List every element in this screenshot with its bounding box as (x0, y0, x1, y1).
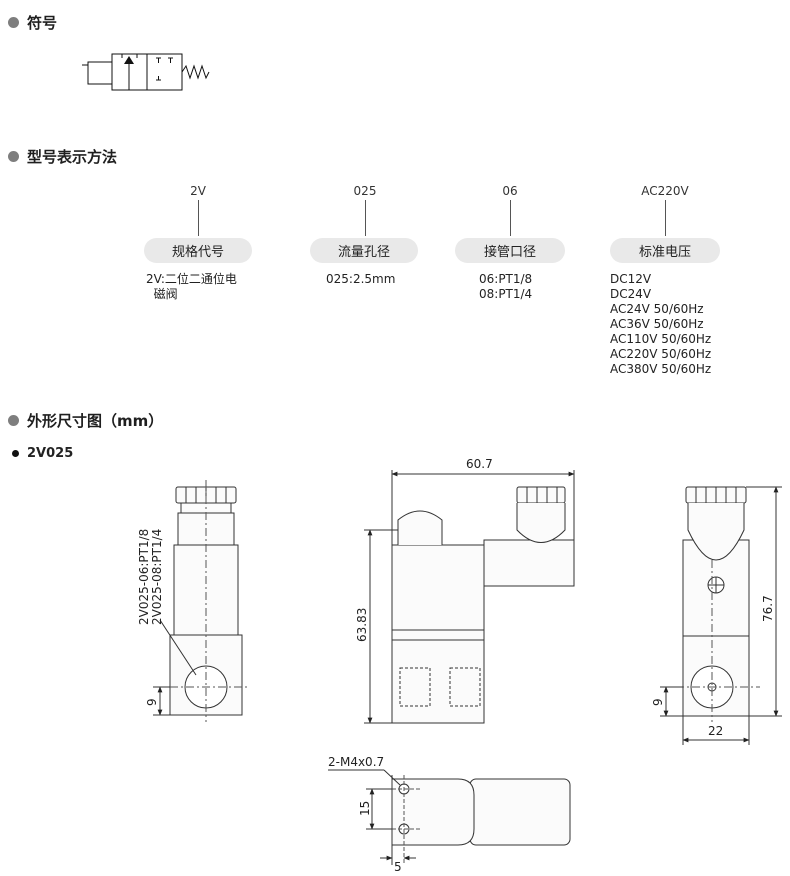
code-ac220v: AC220V (605, 184, 725, 236)
port-label-2: 2V025-08:PT1/4 (150, 529, 164, 625)
dim-hole-spacing: 15 (358, 801, 372, 816)
dim-port-right: 9 (651, 698, 665, 706)
bottom-view (328, 769, 571, 865)
code-label-spec: 规格代号 (144, 238, 252, 263)
code-label-port: 接管口径 (455, 238, 565, 263)
valve-symbol (82, 53, 210, 91)
section-model: 型号表示方法 (8, 146, 117, 167)
section-model-title: 型号表示方法 (27, 148, 118, 166)
bullet-icon (8, 17, 19, 28)
code-connector (664, 200, 666, 236)
code-desc-voltage: DC12V DC24V AC24V 50/60Hz AC36V 50/60Hz … (610, 272, 712, 376)
code-connector (509, 200, 511, 236)
section-symbol: 符号 (8, 12, 57, 33)
code-label-voltage: 标准电压 (610, 238, 720, 263)
section-dimensions: 外形尺寸图（mm） (8, 410, 163, 431)
dim-height-front: 63.83 (355, 608, 369, 642)
dim-hole-offset: 5 (394, 860, 402, 874)
dim-thread: 2-M4x0.7 (328, 755, 384, 769)
bullet-icon (12, 450, 19, 457)
side-view (660, 486, 782, 745)
code-06: 06 (450, 184, 570, 236)
front-view (364, 470, 575, 724)
code-label-orifice: 流量孔径 (310, 238, 418, 263)
port-label-1: 2V025-06:PT1/8 (137, 529, 151, 625)
code-desc-orifice: 025:2.5mm (326, 272, 396, 286)
code-connector (197, 200, 199, 236)
bullet-icon (8, 151, 19, 162)
dim-port-left: 9 (145, 698, 159, 706)
left-view (153, 480, 250, 722)
code-025: 025 (305, 184, 425, 236)
code-value: AC220V (641, 184, 689, 198)
code-desc-spec: 2V:二位二通位电 磁阀 (146, 272, 237, 301)
code-value: 025 (353, 184, 377, 198)
sub-model-heading: 2V025 (12, 446, 73, 461)
dimension-drawing: 2V025-06:PT1/8 2V025-08:PT1/4 9 60.7 63.… (137, 457, 782, 874)
section-dimensions-title: 外形尺寸图（mm） (27, 412, 164, 430)
code-connector (364, 200, 366, 236)
code-value: 06 (502, 184, 518, 198)
dim-base-width: 22 (708, 724, 723, 738)
code-value: 2V (190, 184, 206, 198)
section-symbol-title: 符号 (27, 14, 58, 32)
code-2v: 2V (138, 184, 258, 236)
dim-height-side: 76.7 (761, 595, 775, 622)
dim-width: 60.7 (466, 457, 493, 471)
code-desc-port: 06:PT1/8 08:PT1/4 (479, 272, 533, 301)
sub-model-title: 2V025 (27, 446, 74, 461)
bullet-icon (8, 415, 19, 426)
